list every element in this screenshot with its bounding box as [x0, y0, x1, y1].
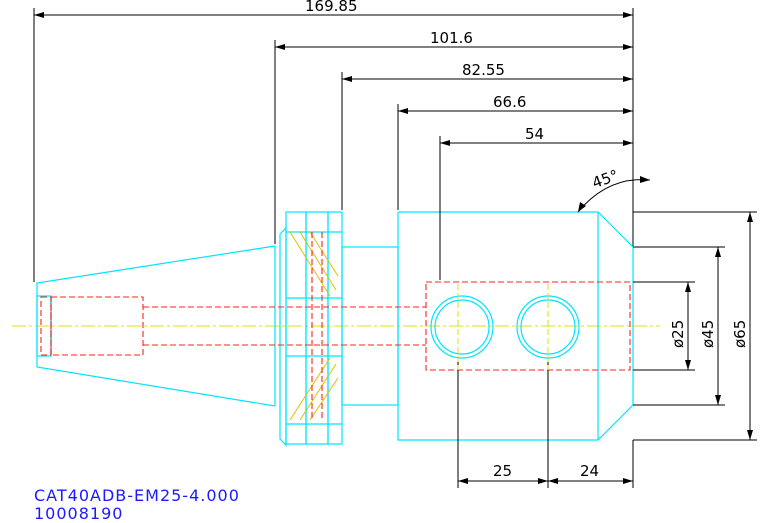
dim-overall-length: 169.85: [305, 0, 358, 15]
dim-flange-to-face: 101.6: [430, 29, 473, 47]
part-outline: [36, 211, 634, 447]
arrowheads: [34, 12, 753, 484]
dim-length-82: 82.55: [462, 61, 505, 79]
dimension-lines: [33, 8, 757, 488]
dim-length-66: 66.6: [493, 93, 526, 111]
dim-dia-bore: ø25: [669, 320, 687, 348]
flange-hatch: [289, 231, 339, 421]
dim-chamfer-angle: 45°: [590, 166, 621, 192]
dim-dia-outer: ø65: [731, 320, 749, 348]
dim-screw-spacing: 25: [493, 462, 512, 480]
part-code: CAT40ADB-EM25-4.000: [34, 486, 240, 505]
hole-centerlines: [457, 284, 549, 370]
dim-dia-mid: ø45: [699, 320, 717, 348]
dim-bore-depth: 54: [525, 125, 544, 143]
dim-screw-offset: 24: [580, 462, 599, 480]
hidden-lines: [40, 232, 631, 420]
part-number: 10008190: [34, 504, 124, 523]
